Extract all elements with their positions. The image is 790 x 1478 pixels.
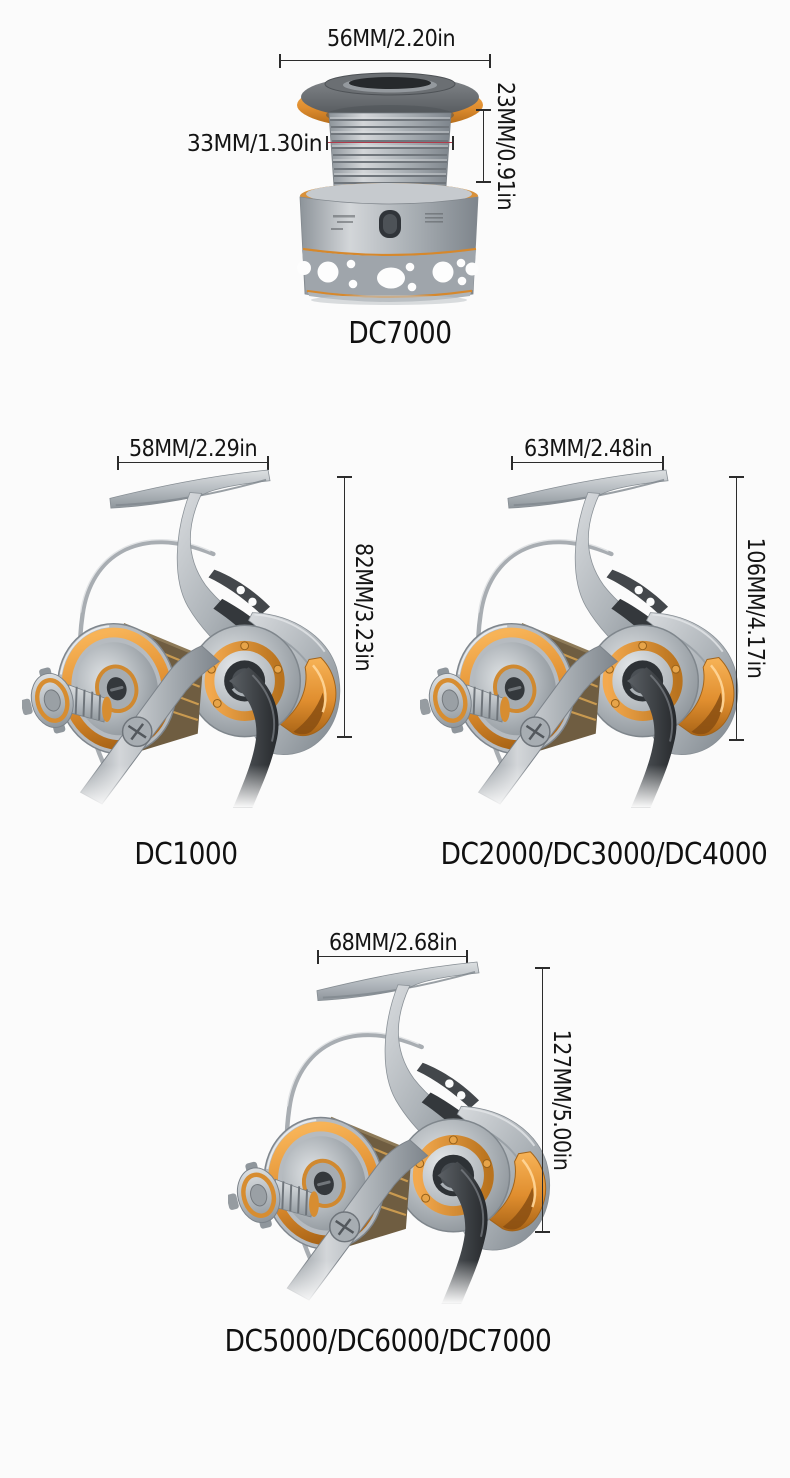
reel3-height-dimension-line: [535, 967, 550, 1233]
reel-photo-dc1000: [22, 466, 354, 808]
reel2-height-label: 106MM/4.17in: [742, 537, 769, 679]
reel3-height-label: 127MM/5.00in: [548, 1029, 575, 1171]
reel1-width-label: 58MM/2.29in: [128, 436, 258, 462]
reel1-height-dimension-line: [337, 476, 352, 738]
reel2-width-dimension-line: [511, 456, 664, 470]
reel1-width-dimension-line: [117, 456, 269, 470]
reel2-height-dimension-line: [729, 476, 744, 741]
reel3-width-label: 68MM/2.68in: [328, 930, 458, 956]
reel2-width-label: 63MM/2.48in: [523, 436, 653, 462]
skirt-markings: [331, 213, 443, 230]
spool-inner-width-dimension-line: [326, 136, 454, 150]
model-label-dc2000-4000: DC2000/DC3000/DC4000: [440, 837, 768, 872]
reel3-width-dimension-line: [317, 950, 468, 964]
model-label-dc5000-7000: DC5000/DC6000/DC7000: [224, 1324, 552, 1359]
reel-photo-dc5000-7000: [228, 958, 564, 1304]
spool-height-label: 23MM/0.91in: [492, 81, 519, 211]
skirt-holes: [297, 258, 479, 292]
spool-top-width-dimension-line: [279, 54, 491, 68]
model-label-dc1000: DC1000: [134, 837, 238, 872]
reel-photo-dc2000-4000: [420, 466, 752, 808]
reel1-height-label: 82MM/3.23in: [350, 542, 377, 672]
model-label-spool: DC7000: [348, 316, 452, 351]
spool-opening: [349, 77, 431, 89]
spool-photo: [297, 72, 483, 305]
spool-skirt: [297, 183, 479, 305]
spool-waist: [328, 112, 452, 188]
spool-top-width-label: 56MM/2.20in: [326, 26, 456, 52]
spool-inner-width-label: 33MM/1.30in: [186, 131, 323, 157]
spool-height-dimension-line: [476, 109, 491, 183]
